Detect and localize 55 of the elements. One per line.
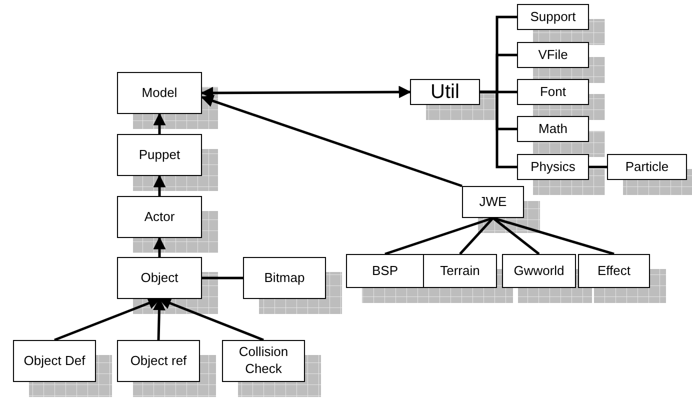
module-name: Support (530, 8, 576, 26)
module-name: Physics (530, 158, 576, 176)
module-name: Particle (625, 158, 669, 176)
module-name: Actor (144, 208, 175, 226)
module-box (117, 196, 202, 238)
module-name: Util (430, 80, 460, 105)
module-name: BSP (372, 262, 398, 280)
module-name: Math (538, 120, 568, 138)
module-box (607, 154, 687, 180)
module-box (517, 116, 589, 142)
module-box (517, 79, 589, 105)
module-box (517, 42, 589, 68)
module-box (117, 257, 202, 299)
connector-line (202, 276, 243, 280)
module-name: VFile (538, 46, 568, 64)
module-box (222, 340, 305, 382)
arrow (200, 94, 462, 188)
module-box (517, 154, 589, 180)
module-name: JWE (479, 194, 507, 210)
module-name: Terrain (440, 262, 480, 280)
module-box (410, 79, 480, 105)
arrow (153, 236, 166, 257)
module-box (517, 4, 589, 30)
arrow (153, 112, 166, 134)
module-name: Effect (597, 262, 630, 280)
module-box (117, 72, 202, 114)
module-name: Object Def (24, 352, 86, 370)
module-box (117, 340, 200, 382)
module-name: Font (540, 84, 566, 100)
module-box (346, 254, 424, 288)
connector-line (589, 166, 607, 168)
module-name: Object ref (130, 352, 187, 370)
module-name: Object (140, 270, 178, 286)
module-box (117, 134, 202, 176)
module-name: Gwworld (514, 262, 564, 280)
module-name: Puppet (138, 146, 180, 164)
module-box (423, 254, 497, 288)
module-box (13, 340, 96, 382)
module-box (578, 254, 650, 288)
connector-line (384, 216, 494, 256)
connector-line (492, 216, 614, 256)
module-box (502, 254, 576, 288)
arrow (54, 297, 161, 342)
module-name: Collision Check (238, 344, 290, 378)
arrow (152, 298, 166, 340)
arrow (200, 86, 412, 100)
module-name: Bitmap (264, 270, 305, 286)
arrow (158, 297, 264, 342)
connector-line (480, 90, 517, 168)
arrow (153, 174, 166, 196)
module-box (462, 186, 524, 218)
connector-line (492, 217, 540, 255)
module-name: Model (142, 84, 178, 102)
module-box (243, 257, 326, 299)
connector-line (459, 217, 494, 255)
